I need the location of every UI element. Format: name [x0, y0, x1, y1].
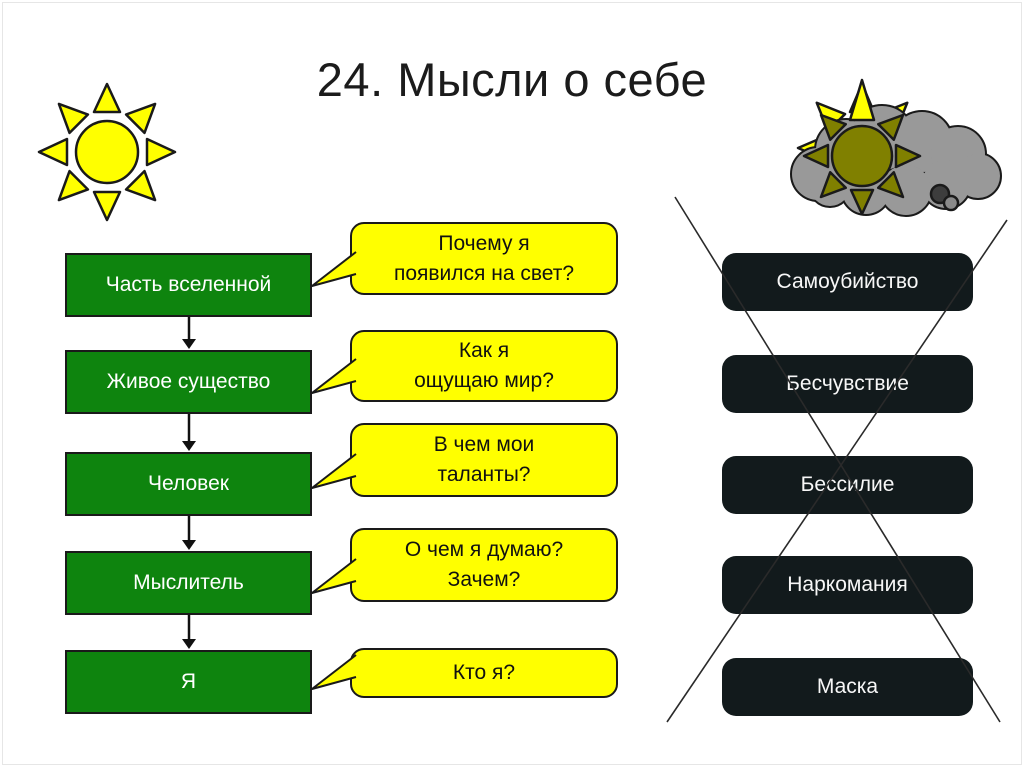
flow-step-1-label: Часть вселенной [105, 273, 272, 296]
question-4-line2: Зачем? [447, 568, 521, 591]
cross-out-x-lines [666, 196, 1008, 723]
question-callout-3: В чем мои таланты? [311, 423, 618, 497]
crossed-item-4-label: Наркомания [787, 573, 908, 596]
crossed-item-5: Маска [722, 658, 973, 716]
callout-tail-icon [311, 654, 357, 690]
question-2-line1: Как я [458, 339, 510, 362]
crossed-item-2-label: Бесчувствие [786, 372, 909, 395]
callout-tail-icon [311, 558, 357, 594]
question-3-line1: В чем мои [433, 433, 535, 456]
flow-step-5-label: Я [180, 670, 197, 693]
flow-step-5: Я [65, 650, 312, 714]
sun-icon [37, 82, 177, 222]
flow-step-4: Мыслитель [65, 551, 312, 615]
callout-tail-icon [311, 358, 357, 394]
question-1-line2: появился на свет? [393, 261, 575, 285]
arrow-down-icon [182, 317, 196, 349]
crossed-item-1-label: Самоубийство [776, 270, 919, 293]
arrow-down-icon [182, 414, 196, 451]
question-3-line2: таланты? [437, 463, 531, 486]
question-5-line1: Кто я? [452, 661, 516, 684]
crossed-item-3: Бессилие [722, 456, 973, 514]
crossed-item-5-label: Маска [816, 675, 879, 698]
slide-title: 24. Мысли о себе [316, 53, 708, 106]
callout-tail-icon [311, 453, 357, 489]
arrow-down-icon [182, 516, 196, 550]
question-callout-4: О чем я думаю? Зачем? [311, 528, 618, 602]
flow-step-2: Живое существо [65, 350, 312, 414]
flow-step-3: Человек [65, 452, 312, 516]
crossed-item-1: Самоубийство [722, 253, 973, 311]
arrow-down-icon [182, 615, 196, 649]
question-callout-1: Почему я появился на свет? [311, 222, 618, 295]
question-4-line1: О чем я думаю? [404, 538, 564, 561]
cloud-puff-icon [929, 183, 960, 212]
crossed-item-2: Бесчувствие [722, 355, 973, 413]
question-callout-5: Кто я? [311, 648, 618, 698]
question-2-line2: ощущаю мир? [414, 369, 554, 392]
question-1-line1: Почему я [438, 231, 530, 255]
flow-step-1: Часть вселенной [65, 253, 312, 317]
crossed-item-4: Наркомания [722, 556, 973, 614]
flow-step-4-label: Мыслитель [133, 571, 244, 594]
question-callout-2: Как я ощущаю мир? [311, 330, 618, 402]
flow-step-2-label: Живое существо [106, 370, 271, 393]
sun-behind-cloud-icon [790, 78, 1002, 217]
flow-step-3-label: Человек [148, 472, 229, 495]
callout-tail-icon [311, 251, 357, 287]
